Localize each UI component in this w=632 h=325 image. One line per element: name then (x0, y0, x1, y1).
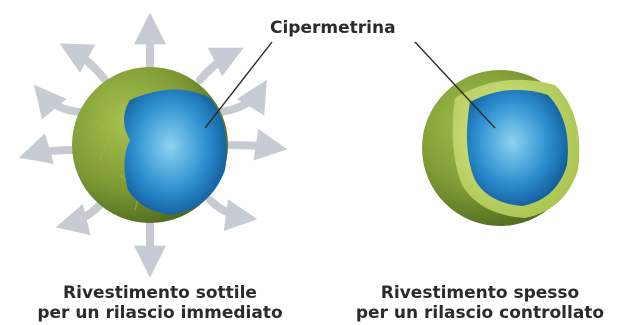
cypermethrin-core-left (124, 89, 227, 215)
arrow-right-up (216, 79, 267, 116)
thin-coating-capsule (72, 67, 228, 223)
thin-coating-caption: Rivestimento sottile per un rilascio imm… (10, 283, 310, 323)
cypermethrin-label: Cipermetrina (270, 18, 396, 38)
arrow-up-left (59, 43, 109, 84)
arrow-right (221, 128, 288, 161)
arrow-left-up (33, 84, 84, 120)
arrow-left (18, 133, 79, 165)
arrow-down-right (206, 196, 258, 231)
cypermethrin-core-right (466, 89, 568, 206)
arrow-down-left (55, 201, 104, 236)
arrow-up-right (196, 47, 244, 84)
thick-coating-caption-line2: per un rilascio controllato (355, 303, 605, 323)
thin-coating-caption-line2: per un rilascio immediato (37, 303, 283, 323)
thick-coating-caption-line1: Rivestimento spesso (380, 283, 580, 303)
leader-line-left (204, 41, 273, 129)
thin-coating-caption-line1: Rivestimento sottile (63, 283, 257, 303)
thick-coating-caption: Rivestimento spesso per un rilascio cont… (330, 283, 630, 323)
thick-coating-capsule (422, 70, 580, 226)
leader-line-right (414, 41, 496, 129)
release-arrows (18, 12, 288, 278)
